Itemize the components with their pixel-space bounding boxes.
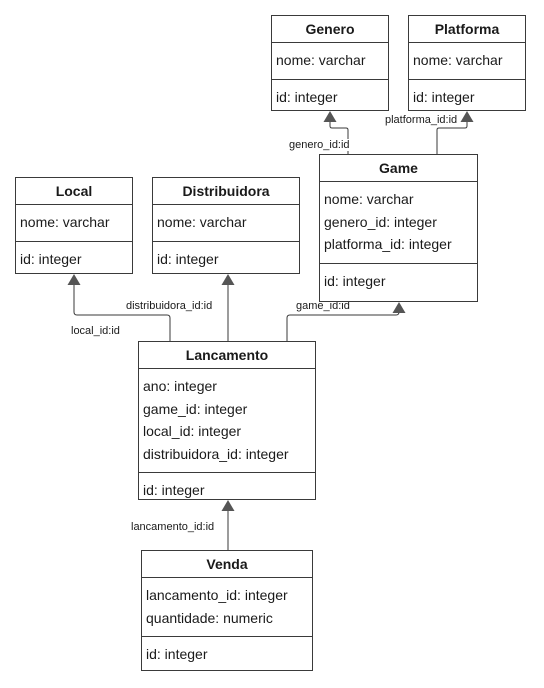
arrowhead-genero — [323, 111, 337, 122]
attribute: lancamento_id: integer — [146, 587, 288, 603]
entity-game[interactable]: Game nome: varchar genero_id: integer pl… — [319, 154, 478, 302]
label-platforma-id: platforma_id:id — [384, 114, 459, 126]
primary-key: id: integer — [143, 482, 205, 498]
attribute: genero_id: integer — [324, 213, 437, 230]
attribute: nome: varchar — [324, 191, 414, 207]
entity-platforma[interactable]: Platforma nome: varchar id: integer — [408, 15, 526, 111]
primary-key: id: integer — [276, 88, 338, 105]
attribute: platforma_id: integer — [324, 236, 452, 252]
primary-key: id: integer — [157, 250, 219, 267]
attribute: game_id: integer — [143, 400, 248, 417]
attribute: nome: varchar — [157, 214, 247, 230]
arrowhead-local — [67, 274, 81, 285]
entity-attributes: nome: varchar — [409, 43, 525, 80]
entity-title: Lancamento — [139, 342, 315, 369]
arrowhead-game — [392, 302, 406, 313]
entity-attributes: nome: varchar — [16, 205, 132, 242]
attribute: local_id: integer — [143, 423, 242, 439]
label-local-id: local_id:id — [70, 325, 121, 337]
entity-title: Local — [16, 178, 132, 205]
entity-lancamento[interactable]: Lancamento ano: integer game_id: integer… — [138, 341, 316, 500]
primary-key: id: integer — [324, 272, 386, 289]
entity-attributes: nome: varchar genero_id: integer platfor… — [320, 182, 477, 264]
primary-key: id: integer — [146, 646, 208, 662]
attribute: distribuidora_id: integer — [143, 445, 289, 462]
label-game-id: game_id:id — [295, 300, 351, 312]
edge-lancamento-local — [73, 285, 171, 341]
entity-title: Distribuidora — [153, 178, 299, 205]
entity-attributes: lancamento_id: integer quantidade: numer… — [142, 578, 312, 637]
attribute: ano: integer — [143, 378, 217, 394]
arrowhead-lancamento — [221, 500, 235, 511]
entity-venda[interactable]: Venda lancamento_id: integer quantidade:… — [141, 550, 313, 671]
arrowhead-platforma — [460, 111, 474, 122]
primary-key: id: integer — [413, 88, 475, 105]
entity-attributes: ano: integer game_id: integer local_id: … — [139, 369, 315, 473]
entity-distribuidora[interactable]: Distribuidora nome: varchar id: integer — [152, 177, 300, 274]
entity-title: Platforma — [409, 16, 525, 43]
entity-title: Venda — [142, 551, 312, 578]
entity-local[interactable]: Local nome: varchar id: integer — [15, 177, 133, 274]
arrowhead-distribuidora — [221, 274, 235, 285]
entity-attributes: nome: varchar — [272, 43, 388, 80]
entity-title: Genero — [272, 16, 388, 43]
attribute: nome: varchar — [20, 214, 110, 230]
label-lancamento-id: lancamento_id:id — [130, 521, 216, 533]
entity-attributes: nome: varchar — [153, 205, 299, 242]
edge-game-platforma — [436, 122, 468, 154]
entity-title: Game — [320, 155, 477, 182]
attribute: quantidade: numeric — [146, 609, 273, 626]
attribute: nome: varchar — [276, 52, 366, 68]
primary-key: id: integer — [20, 250, 82, 267]
label-genero-id: genero_id:id — [288, 139, 351, 151]
entity-genero[interactable]: Genero nome: varchar id: integer — [271, 15, 389, 111]
attribute: nome: varchar — [413, 52, 503, 68]
edge-lancamento-game — [286, 311, 400, 341]
label-distribuidora-id: distribuidora_id:id — [125, 300, 214, 312]
edge-game-genero — [329, 122, 349, 154]
